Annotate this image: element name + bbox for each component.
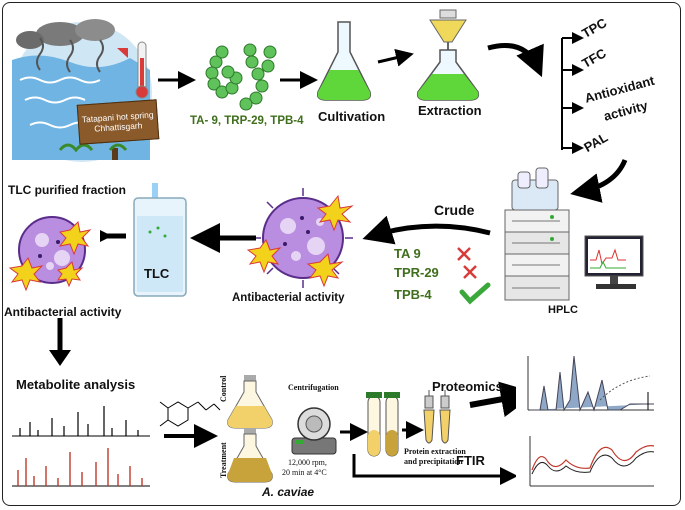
extraction-funnel-icon (416, 9, 480, 101)
tlc-fraction-label: TLC purified fraction (8, 183, 126, 197)
strains-label: TA- 9, TRP-29, TPB-4 (190, 115, 304, 127)
control-flask-icon (227, 375, 273, 429)
tlc-label: TLC (144, 266, 170, 281)
diagram-border (2, 2, 681, 506)
centrifugation-detail-2: 20 min at 4°C (282, 468, 327, 477)
tlc-column-icon (133, 183, 187, 297)
treatment-label: Treatment (219, 442, 228, 478)
arrow-cultivation-to-extraction (377, 48, 414, 67)
arrow-assays-to-hplc (570, 158, 628, 203)
cultivation-flask-icon (316, 21, 372, 101)
crude-label: Crude (434, 202, 475, 218)
ftir-chart-icon (516, 432, 656, 490)
organism-label: A. caviae (262, 485, 315, 499)
check-icon-tpb4 (459, 282, 491, 305)
crude-strain-tpb4: TPB-4 (394, 287, 432, 302)
crude-strain-tpr29: TPR-29 (394, 265, 439, 280)
hot-spring-line2: Chhattisgarh (93, 120, 143, 134)
arrow-to-ftir (352, 454, 518, 485)
sample-tubes-icon (366, 392, 400, 457)
thermometer-icon (117, 41, 149, 99)
extraction-label: Extraction (418, 103, 482, 118)
crude-strain-ta9: TA 9 (394, 246, 421, 261)
hplc-monitor-icon (584, 235, 644, 289)
protein-label-2: and precipitation (404, 457, 463, 466)
hplc-label: HPLC (548, 304, 578, 316)
proteomics-chart-icon (516, 352, 656, 414)
arrow-left-to-metabolite (49, 350, 71, 366)
hot-spring-sign: Tatapani hot spring Chhattisgarh (76, 99, 160, 145)
antibacterial-left-label: Antibacterial activity (4, 305, 122, 319)
centrifuge-icon (291, 407, 337, 455)
arrow-to-proteomics (469, 381, 537, 418)
arrow-extraction-to-assays (487, 43, 544, 78)
assays-bracket (561, 32, 584, 154)
arrow-hplc-to-antibacterial (362, 215, 491, 245)
ftir-label: FTIR (456, 453, 485, 468)
metabolite-label: Metabolite analysis (16, 377, 136, 392)
antibacterial-mid-label: Antibacterial activity (232, 292, 345, 304)
centrifugation-label: Centrifugation (288, 383, 339, 392)
protein-extraction-icon (423, 390, 451, 444)
mass-spectrum-chart-icon (10, 398, 152, 487)
proteomics-label: Proteomics (432, 379, 503, 394)
centrifugation-detail-1: 12,000 rpm, (288, 458, 327, 467)
bacterium-left-icon (8, 216, 92, 292)
chemical-structure-icon (159, 401, 221, 427)
treatment-flask-icon (227, 428, 273, 483)
control-label: Control (219, 375, 228, 402)
cultivation-label: Cultivation (318, 109, 386, 124)
bacterium-mid-icon (246, 188, 354, 288)
hplc-instrument-icon (504, 167, 570, 301)
cross-icon-ta9 (457, 247, 471, 261)
protein-label-1: Protein extraction (404, 447, 466, 456)
bacteria-chain-icon (205, 43, 277, 111)
cross-icon-tpr29 (463, 265, 477, 279)
